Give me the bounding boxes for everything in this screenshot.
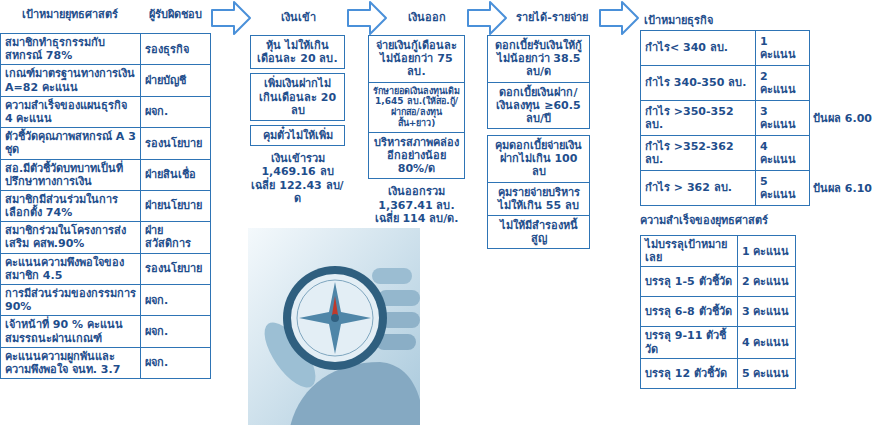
column-heading: เป้าหมายธุรกิจ bbox=[644, 14, 744, 27]
label-box: เงินออก bbox=[388, 11, 466, 24]
table-cell: ความสำเร็จของแผนธุรกิจ 4 คะแนน bbox=[1, 97, 141, 128]
table-grid: สมาชิกทำธุรกรรมกับสหกรณ์ 78%รองธุรกิจเกณ… bbox=[0, 33, 211, 379]
table-grid: ไม่บรรลุเป้าหมายเลย1 คะแนนบรรลุ 1-5 ตัวช… bbox=[640, 235, 796, 389]
table-cell: การมีส่วนร่วมของกรรมการ 90% bbox=[1, 285, 141, 316]
table-grid: กำไร< 340 ลบ.1 คะแนนกำไร 340-350 ลบ.2 คะ… bbox=[640, 30, 810, 206]
compass-photo bbox=[248, 228, 420, 425]
table-cell: กำไร > 362 ลบ. bbox=[641, 171, 756, 206]
table-cell: สมาชิกร่วมในโครงการส่งเสริม คสพ.90% bbox=[1, 222, 141, 253]
table-cell: ฝ่ายสินเชื่อ bbox=[141, 160, 211, 191]
target-box: เพิ่มเงินฝากไม่เกินเดือนละ 20 ลบ bbox=[250, 73, 345, 121]
dividend-note: ปันผล 6.10 bbox=[813, 182, 872, 195]
table-cell: กำไร< 340 ลบ. bbox=[641, 31, 756, 66]
column-heading: เงินเข้า bbox=[252, 11, 344, 24]
target-box: คุมตั๋วไม่ให้เพิ่ม bbox=[250, 125, 345, 146]
target-box: รักษายอดเงินลงทุนเดิม 1,645 ลบ.(ให้สอ.กู… bbox=[368, 82, 465, 133]
target-box: จ่ายเงินกู้เดือนละไม่น้อยกว่า 75 ลบ. bbox=[368, 35, 465, 83]
box-text: คุมตั๋วไม่ให้เพิ่ม bbox=[255, 129, 340, 142]
table-cell: 3 คะแนน bbox=[756, 101, 810, 136]
table-cell: ฝ่ายสวัสดิการ bbox=[141, 222, 211, 253]
total-note: เงินเข้ารวม 1,469.16 ลบ เฉลี่ย 122.43 ลบ… bbox=[250, 152, 345, 205]
table-cell: 4 คะแนน bbox=[738, 327, 796, 358]
table-cell: 2 คะแนน bbox=[738, 267, 796, 297]
target-box: ไม่ให้มีสำรองหนี้สูญ bbox=[487, 215, 590, 249]
table-cell: กำไร >352-362 ลบ. bbox=[641, 136, 756, 171]
table-cell: ผจก. bbox=[141, 348, 211, 379]
box-text: เพิ่มเงินฝากไม่เกินเดือนละ 20 ลบ bbox=[255, 77, 340, 117]
table-cell: 1 คะแนน bbox=[756, 31, 810, 66]
table-cell: 1 คะแนน bbox=[738, 236, 796, 267]
table-cell: ผจก. bbox=[141, 285, 211, 316]
table-cell: บรรลุ 12 ตัวชี้วัด bbox=[641, 359, 738, 389]
label-box: ปันผล 6.10 bbox=[813, 182, 872, 195]
table-cell: รองธุรกิจ bbox=[141, 34, 211, 65]
label-box: รายได้-รายจ่าย bbox=[508, 11, 596, 24]
column-heading: รายได้-รายจ่าย bbox=[508, 11, 596, 24]
box-text: ไม่ให้มีสำรองหนี้สูญ bbox=[492, 219, 585, 245]
table-cell: ผจก. bbox=[141, 316, 211, 347]
table-cell: 5 คะแนน bbox=[738, 359, 796, 389]
table-cell: รองนโยบาย bbox=[141, 254, 211, 285]
column-heading: ความสำเร็จของยุทธศาสตร์ bbox=[640, 214, 815, 227]
label-box: ปันผล 6.00 bbox=[813, 112, 872, 125]
label-box: เป้าหมายธุรกิจ bbox=[644, 14, 744, 27]
label-box: เงินออกรวม 1,367.41 ลบ. เฉลี่ย 114 ลบ/ด. bbox=[368, 185, 465, 225]
table-cell: บรรลุ 6-8 ตัวชี้วัด bbox=[641, 297, 738, 327]
label-box: ผู้รับผิดชอบ bbox=[140, 8, 210, 21]
table-cell: ผจก. bbox=[141, 97, 211, 128]
label-box: เงินเข้า bbox=[252, 11, 344, 24]
column-heading: เป้าหมายยุทธศาสตร์ bbox=[2, 8, 138, 21]
label-box: เงินเข้ารวม 1,469.16 ลบ เฉลี่ย 122.43 ลบ… bbox=[250, 152, 345, 205]
target-box: คุมรายจ่ายบริหารไม่ให้เกิน 55 ลบ bbox=[487, 182, 590, 216]
box-text: จ่ายเงินกู้เดือนละไม่น้อยกว่า 75 ลบ. bbox=[373, 39, 460, 79]
box-text: ดอกเบี้ยรับเงินให้กู้ไม่น้อยกว่า 38.5 ลบ… bbox=[492, 39, 585, 79]
box-text: หุ้น ไม่ให้เกินเดือนละ 20 ลบ. bbox=[255, 39, 340, 65]
table-cell: ไม่บรรลุเป้าหมายเลย bbox=[641, 236, 738, 267]
box-text: ดอกเบี้ยเงินฝาก/เงินลงทุน ≥60.5 ลบ/ปี bbox=[492, 86, 585, 126]
table-cell: สมาชิกมีส่วนร่วมในการเลือกตั้ง 74% bbox=[1, 191, 141, 222]
dividend-note: ปันผล 6.00 bbox=[813, 112, 872, 125]
table-cell: กำไร >350-352 ลบ. bbox=[641, 101, 756, 136]
box-text: คุมรายจ่ายบริหารไม่ให้เกิน 55 ลบ bbox=[492, 186, 585, 212]
target-box: ดอกเบี้ยเงินฝาก/เงินลงทุน ≥60.5 ลบ/ปี bbox=[487, 82, 590, 130]
box-text: บริหารสภาพคล่องอีกอย่างน้อย 80%/ด bbox=[373, 136, 460, 176]
table-cell: คะแนนความพึงพอใจของสมาชิก 4.5 bbox=[1, 254, 141, 285]
table-cell: บรรลุ 9-11 ตัวชี้วัด bbox=[641, 327, 738, 358]
table-cell: สอ.มีตัวชี้วัดบทบาทเป็นที่ปรึกษาทางการเง… bbox=[1, 160, 141, 191]
total-note: เงินออกรวม 1,367.41 ลบ. เฉลี่ย 114 ลบ/ด. bbox=[368, 185, 465, 225]
column-heading: เงินออก bbox=[388, 11, 466, 24]
table-cell: คะแนนความผูกพันและความพึงพอใจ จนท. 3.7 bbox=[1, 348, 141, 379]
block-arrow bbox=[348, 2, 386, 34]
table-cell: ฝ่ายบัญชี bbox=[141, 65, 211, 96]
block-arrow bbox=[600, 2, 638, 34]
target-box: ดอกเบี้ยรับเงินให้กู้ไม่น้อยกว่า 38.5 ลบ… bbox=[487, 35, 590, 83]
box-text: รักษายอดเงินลงทุนเดิม 1,645 ลบ.(ให้สอ.กู… bbox=[373, 86, 460, 129]
label-box: ความสำเร็จของยุทธศาสตร์ bbox=[640, 214, 815, 227]
table-cell: สมาชิกทำธุรกรรมกับสหกรณ์ 78% bbox=[1, 34, 141, 65]
table-cell: 3 คะแนน bbox=[738, 297, 796, 327]
target-box: คุมดอกเบี้ยจ่ายเงินฝากไม่เกิน 100 ลบ bbox=[487, 135, 590, 183]
label-box: เป้าหมายยุทธศาสตร์ bbox=[2, 8, 138, 21]
target-box: หุ้น ไม่ให้เกินเดือนละ 20 ลบ. bbox=[250, 35, 345, 69]
table-cell: 2 คะแนน bbox=[756, 66, 810, 101]
table-cell: เจ้าหน้าที่ 90 % คะแนนสมรรถนะผ่านเกณฑ์ bbox=[1, 316, 141, 347]
table-cell: ฝ่ายนโยบาย bbox=[141, 191, 211, 222]
table-cell: ตัวชี้วัดคุณภาพสหกรณ์ A 3 ชุด bbox=[1, 128, 141, 159]
table-cell: รองนโยบาย bbox=[141, 128, 211, 159]
block-arrow bbox=[468, 2, 506, 34]
box-text: คุมดอกเบี้ยจ่ายเงินฝากไม่เกิน 100 ลบ bbox=[492, 139, 585, 179]
target-box: บริหารสภาพคล่องอีกอย่างน้อย 80%/ด bbox=[368, 132, 465, 180]
table-cell: 4 คะแนน bbox=[756, 136, 810, 171]
table-cell: 5 คะแนน bbox=[756, 171, 810, 206]
column-heading: ผู้รับผิดชอบ bbox=[140, 8, 210, 21]
table-cell: บรรลุ 1-5 ตัวชี้วัด bbox=[641, 267, 738, 297]
table-cell: เกณฑ์มาตรฐานทางการเงิน A=82 คะแนน bbox=[1, 65, 141, 96]
block-arrow bbox=[212, 2, 250, 34]
table-cell: กำไร 340-350 ลบ. bbox=[641, 66, 756, 101]
